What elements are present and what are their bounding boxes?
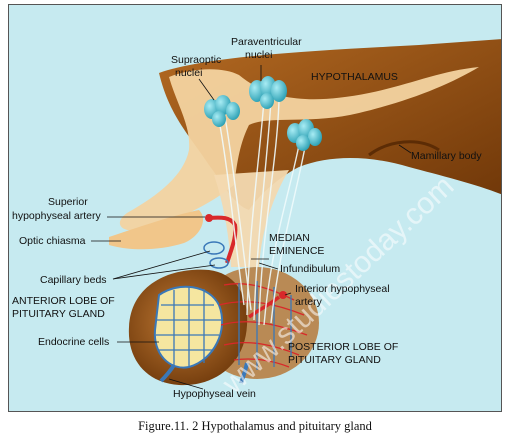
superior-hypophyseal-artery <box>205 214 238 264</box>
label-median-2: EMINENCE <box>269 245 324 257</box>
label-paraventricular-2: nuclei <box>245 49 272 61</box>
label-capillary-beds: Capillary beds <box>40 274 107 286</box>
endocrine-cells <box>153 285 224 369</box>
label-supraoptic-1: Supraoptic <box>171 54 221 66</box>
label-interior-2: artery <box>295 296 323 308</box>
neuron-cluster-lower <box>287 119 322 151</box>
supraoptic-nuclei <box>204 95 240 127</box>
interior-hypophyseal-artery <box>247 291 287 319</box>
label-hypophyseal-vein: Hypophyseal vein <box>173 388 256 400</box>
labels: Supraoptic nuclei Paraventricular nuclei… <box>12 36 482 400</box>
label-superior-1: Superior <box>48 196 88 208</box>
figure-caption: Figure.11. 2 Hypothalamus and pituitary … <box>138 419 372 433</box>
label-optic-chiasma: Optic chiasma <box>19 235 86 247</box>
label-mamillary-body: Mamillary body <box>411 150 482 162</box>
diagram-frame: www.studiestoday.com Supraoptic nuclei P… <box>8 4 502 412</box>
label-interior-1: Interior hypophyseal <box>295 283 390 295</box>
label-anterior-2: PITUITARY GLAND <box>12 308 105 320</box>
label-paraventricular-1: Paraventricular <box>231 36 302 48</box>
optic-chiasma <box>109 210 204 250</box>
leader-lines <box>91 65 412 390</box>
label-posterior-2: PITUITARY GLAND <box>288 354 381 366</box>
label-supraoptic-2: nuclei <box>175 67 202 79</box>
label-endocrine-cells: Endocrine cells <box>38 336 109 348</box>
label-median-1: MEDIAN <box>269 232 310 244</box>
axon-bundle <box>218 99 306 326</box>
hypothalamus-pituitary-diagram: www.studiestoday.com Supraoptic nuclei P… <box>12 36 501 401</box>
paraventricular-nuclei <box>249 76 287 109</box>
capillary-beds <box>203 241 229 269</box>
label-posterior-1: POSTERIOR LOBE OF <box>288 341 398 353</box>
hypophyseal-vein <box>159 362 249 384</box>
label-hypothalamus: HYPOTHALAMUS <box>311 71 398 83</box>
mamillary-body <box>368 140 440 157</box>
label-anterior-1: ANTERIOR LOBE OF <box>12 295 115 307</box>
label-infundibulum: Infundibulum <box>280 263 340 275</box>
label-superior-2: hypophyseal artery <box>12 210 101 222</box>
